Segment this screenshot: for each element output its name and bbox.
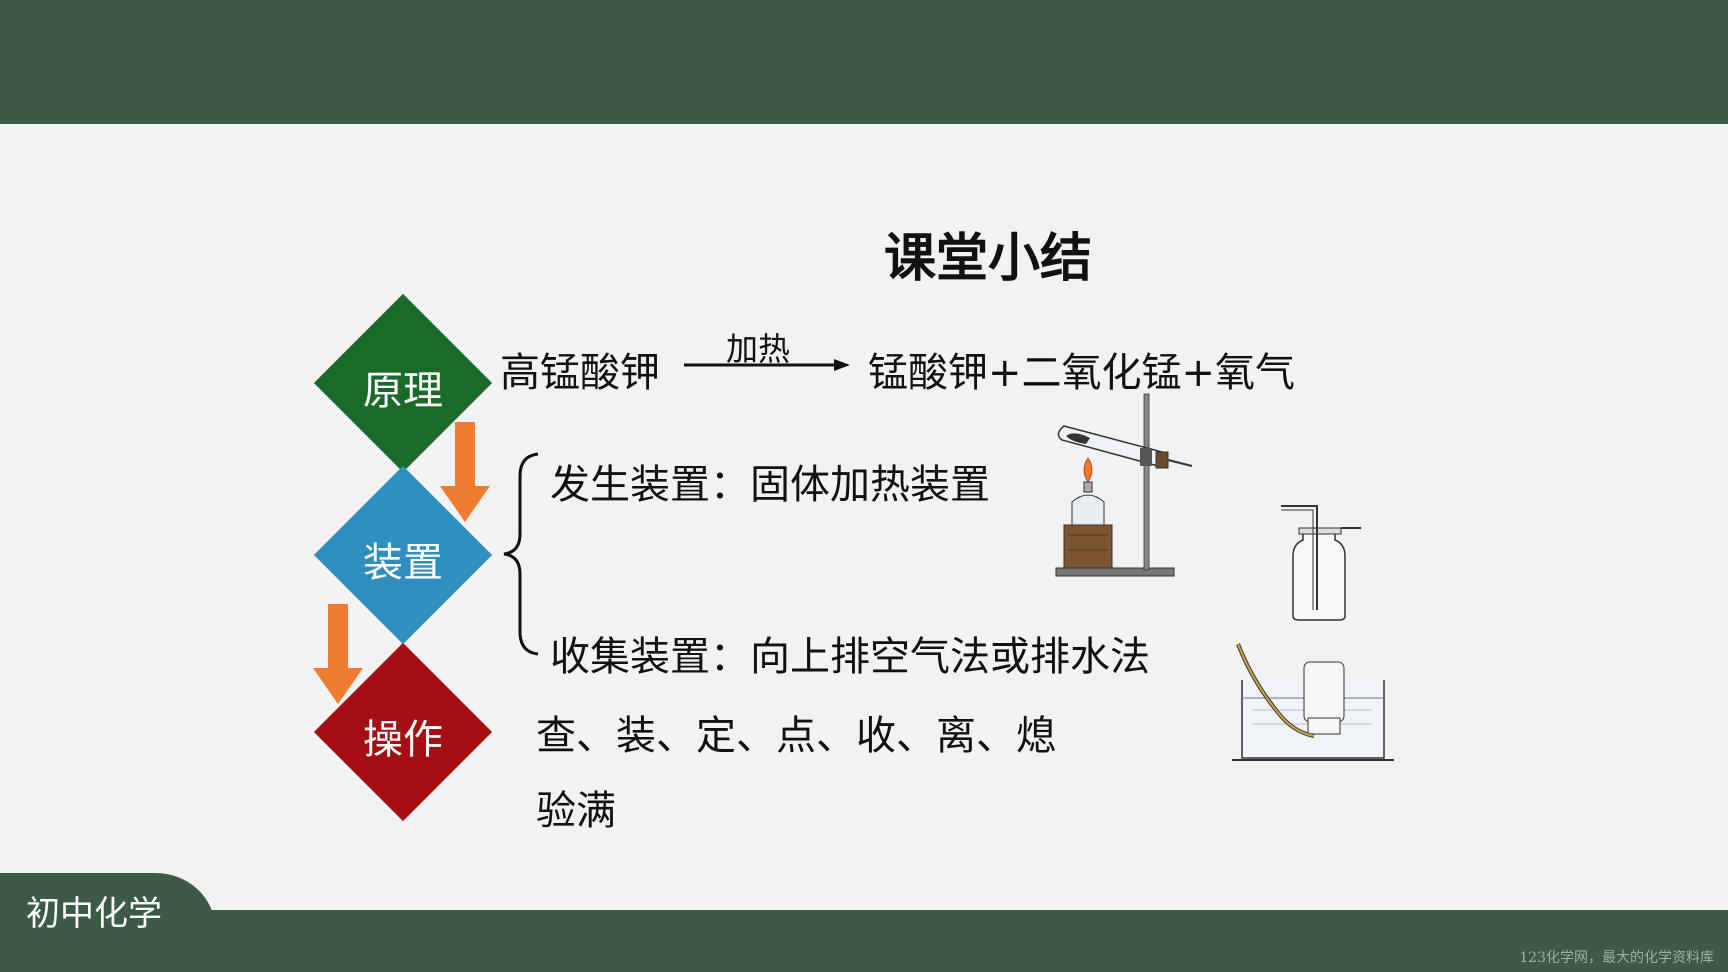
step-label-operation: 操作 bbox=[363, 717, 443, 763]
brand-logo-text: 国家中小学课程资源 bbox=[1128, 52, 1570, 108]
operation-steps-text: 查、装、定、点、收、离、熄 bbox=[536, 713, 1056, 759]
water-displacement-image bbox=[1232, 643, 1394, 761]
subject-tab bbox=[0, 873, 215, 935]
brace-icon bbox=[503, 452, 539, 656]
heating-apparatus-image bbox=[1055, 393, 1193, 577]
operation-extra-text: 验满 bbox=[536, 788, 616, 834]
watermark-text: 123化学网，最大的化学资料库 bbox=[1519, 950, 1714, 966]
orange-down-arrow-icon bbox=[440, 422, 490, 522]
reaction-arrow-icon bbox=[684, 359, 850, 371]
bottom-banner bbox=[0, 910, 1728, 972]
products-text: 锰酸钾+二氧化锰+氧气 bbox=[868, 350, 1296, 396]
top-banner bbox=[0, 0, 1728, 124]
slide-title: 课堂小结 bbox=[883, 229, 1092, 289]
step-label-apparatus: 装置 bbox=[363, 540, 443, 586]
gas-collecting-bottle-image bbox=[1281, 505, 1361, 621]
orange-down-arrow-icon bbox=[313, 604, 363, 704]
subject-label: 初中化学 bbox=[26, 894, 162, 934]
reaction-condition: 加热 bbox=[726, 330, 791, 368]
generator-apparatus-text: 发生装置：固体加热装置 bbox=[550, 462, 990, 508]
step-label-principle: 原理 bbox=[363, 368, 443, 414]
collector-apparatus-text: 收集装置：向上排空气法或排水法 bbox=[550, 634, 1150, 680]
reactant-text: 高锰酸钾 bbox=[500, 350, 660, 396]
